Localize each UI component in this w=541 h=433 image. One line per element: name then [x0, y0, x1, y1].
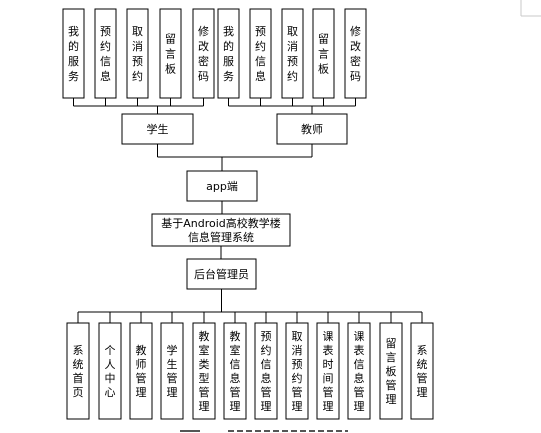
admin-func-label: 系统管理 [417, 344, 428, 399]
admin-func-box [98, 322, 122, 420]
teacher-func-label: 留言板 [318, 33, 329, 76]
admin-func-item-4: 教室类型管理 [192, 322, 216, 420]
admin-func-box [410, 322, 434, 420]
admin-func-label: 课表时间管理 [323, 330, 334, 413]
app-node: app端 [186, 170, 258, 202]
student-func-label: 我的服务 [68, 25, 79, 83]
admin-func-label: 教师管理 [136, 344, 147, 399]
teacher-func-box [312, 8, 335, 99]
admin-func-label: 学生管理 [167, 343, 178, 399]
admin-func-item-1: 个人中心 [98, 322, 122, 420]
admin-func-item-3: 学生管理 [160, 322, 184, 420]
student-function-group: 我的服务 预约信息 取消预约 留言板 修改密码 [62, 8, 215, 99]
student-func-item-1: 预约信息 [94, 8, 117, 99]
admin-func-box [223, 322, 247, 420]
admin-func-box [285, 322, 309, 420]
admin-func-item-10: 留言板管理 [379, 322, 403, 420]
student-func-item-4: 修改密码 [192, 8, 215, 99]
admin-func-item-7: 取消预约管理 [285, 322, 309, 420]
admin-func-item-8: 课表时间管理 [316, 322, 340, 420]
admin-func-label: 系统首页 [73, 344, 84, 399]
admin-func-box [316, 322, 340, 420]
teacher-func-label: 我的服务 [223, 25, 234, 83]
student-func-item-3: 留言板 [159, 8, 182, 99]
teacher-func-box [249, 8, 272, 99]
student-func-box [126, 8, 149, 99]
student-node: 学生 [121, 113, 194, 145]
admin-func-label: 个人中心 [105, 344, 116, 399]
teacher-func-item-1: 预约信息 [249, 8, 272, 99]
admin-func-box [347, 322, 371, 420]
admin-func-label: 教室信息管理 [230, 330, 241, 413]
teacher-function-group: 我的服务 预约信息 取消预约 留言板 修改密码 [217, 8, 367, 99]
admin-label: 后台管理员 [194, 267, 249, 281]
admin-func-item-2: 教师管理 [129, 322, 153, 420]
student-func-box [62, 8, 85, 99]
admin-func-box [160, 322, 184, 420]
teacher-func-item-2: 取消预约 [281, 8, 304, 99]
student-func-label: 取消预约 [132, 25, 143, 83]
admin-func-item-6: 预约信息管理 [254, 322, 278, 420]
admin-func-box [192, 322, 216, 420]
teacher-label: 教师 [301, 123, 323, 136]
connector-lines [73, 98, 423, 323]
admin-node: 后台管理员 [186, 258, 257, 290]
teacher-func-item-4: 修改密码 [344, 8, 367, 99]
teacher-func-item-3: 留言板 [312, 8, 335, 99]
student-func-item-2: 取消预约 [126, 8, 149, 99]
admin-func-item-11: 系统管理 [410, 322, 434, 420]
student-func-box [94, 8, 117, 99]
teacher-func-label: 预约信息 [255, 25, 266, 83]
teacher-func-label: 取消预约 [287, 25, 298, 83]
student-func-label: 修改密码 [198, 24, 209, 83]
student-func-box [192, 8, 215, 99]
system-title-line-1: 基于Android高校教学楼 [161, 216, 281, 230]
admin-func-label: 课表信息管理 [354, 330, 365, 413]
admin-func-label: 留言板管理 [386, 337, 397, 406]
admin-func-item-5: 教室信息管理 [223, 322, 247, 420]
admin-func-label: 预约信息管理 [261, 330, 272, 413]
teacher-func-box [344, 8, 367, 99]
student-func-box [159, 8, 182, 99]
admin-func-item-9: 课表信息管理 [347, 322, 371, 420]
teacher-func-box [217, 8, 240, 99]
app-label: app端 [206, 180, 238, 193]
admin-func-label: 教室类型管理 [199, 330, 210, 413]
teacher-node: 教师 [276, 113, 348, 145]
student-func-label: 预约信息 [100, 25, 111, 83]
system-title-line-2: 信息管理系统 [188, 230, 254, 244]
admin-func-label: 取消预约管理 [292, 330, 303, 413]
admin-func-box [254, 322, 278, 420]
admin-func-box [66, 322, 90, 420]
teacher-func-label: 修改密码 [350, 24, 361, 83]
student-label: 学生 [147, 122, 169, 136]
figure-caption-cropped [178, 428, 348, 433]
admin-func-box [129, 322, 153, 420]
admin-function-group: 系统首页 个人中心 教师管理 学生管理 教室类型管理 教室信息管理 预约信息管理 取消预约管理… [66, 322, 434, 420]
admin-func-box [379, 322, 403, 420]
student-func-item-0: 我的服务 [62, 8, 85, 99]
teacher-func-item-0: 我的服务 [217, 8, 240, 99]
teacher-func-box [281, 8, 304, 99]
student-func-label: 留言板 [165, 33, 176, 76]
system-root-node: 基于Android高校教学楼 信息管理系统 [151, 213, 291, 247]
admin-func-item-0: 系统首页 [66, 322, 90, 420]
